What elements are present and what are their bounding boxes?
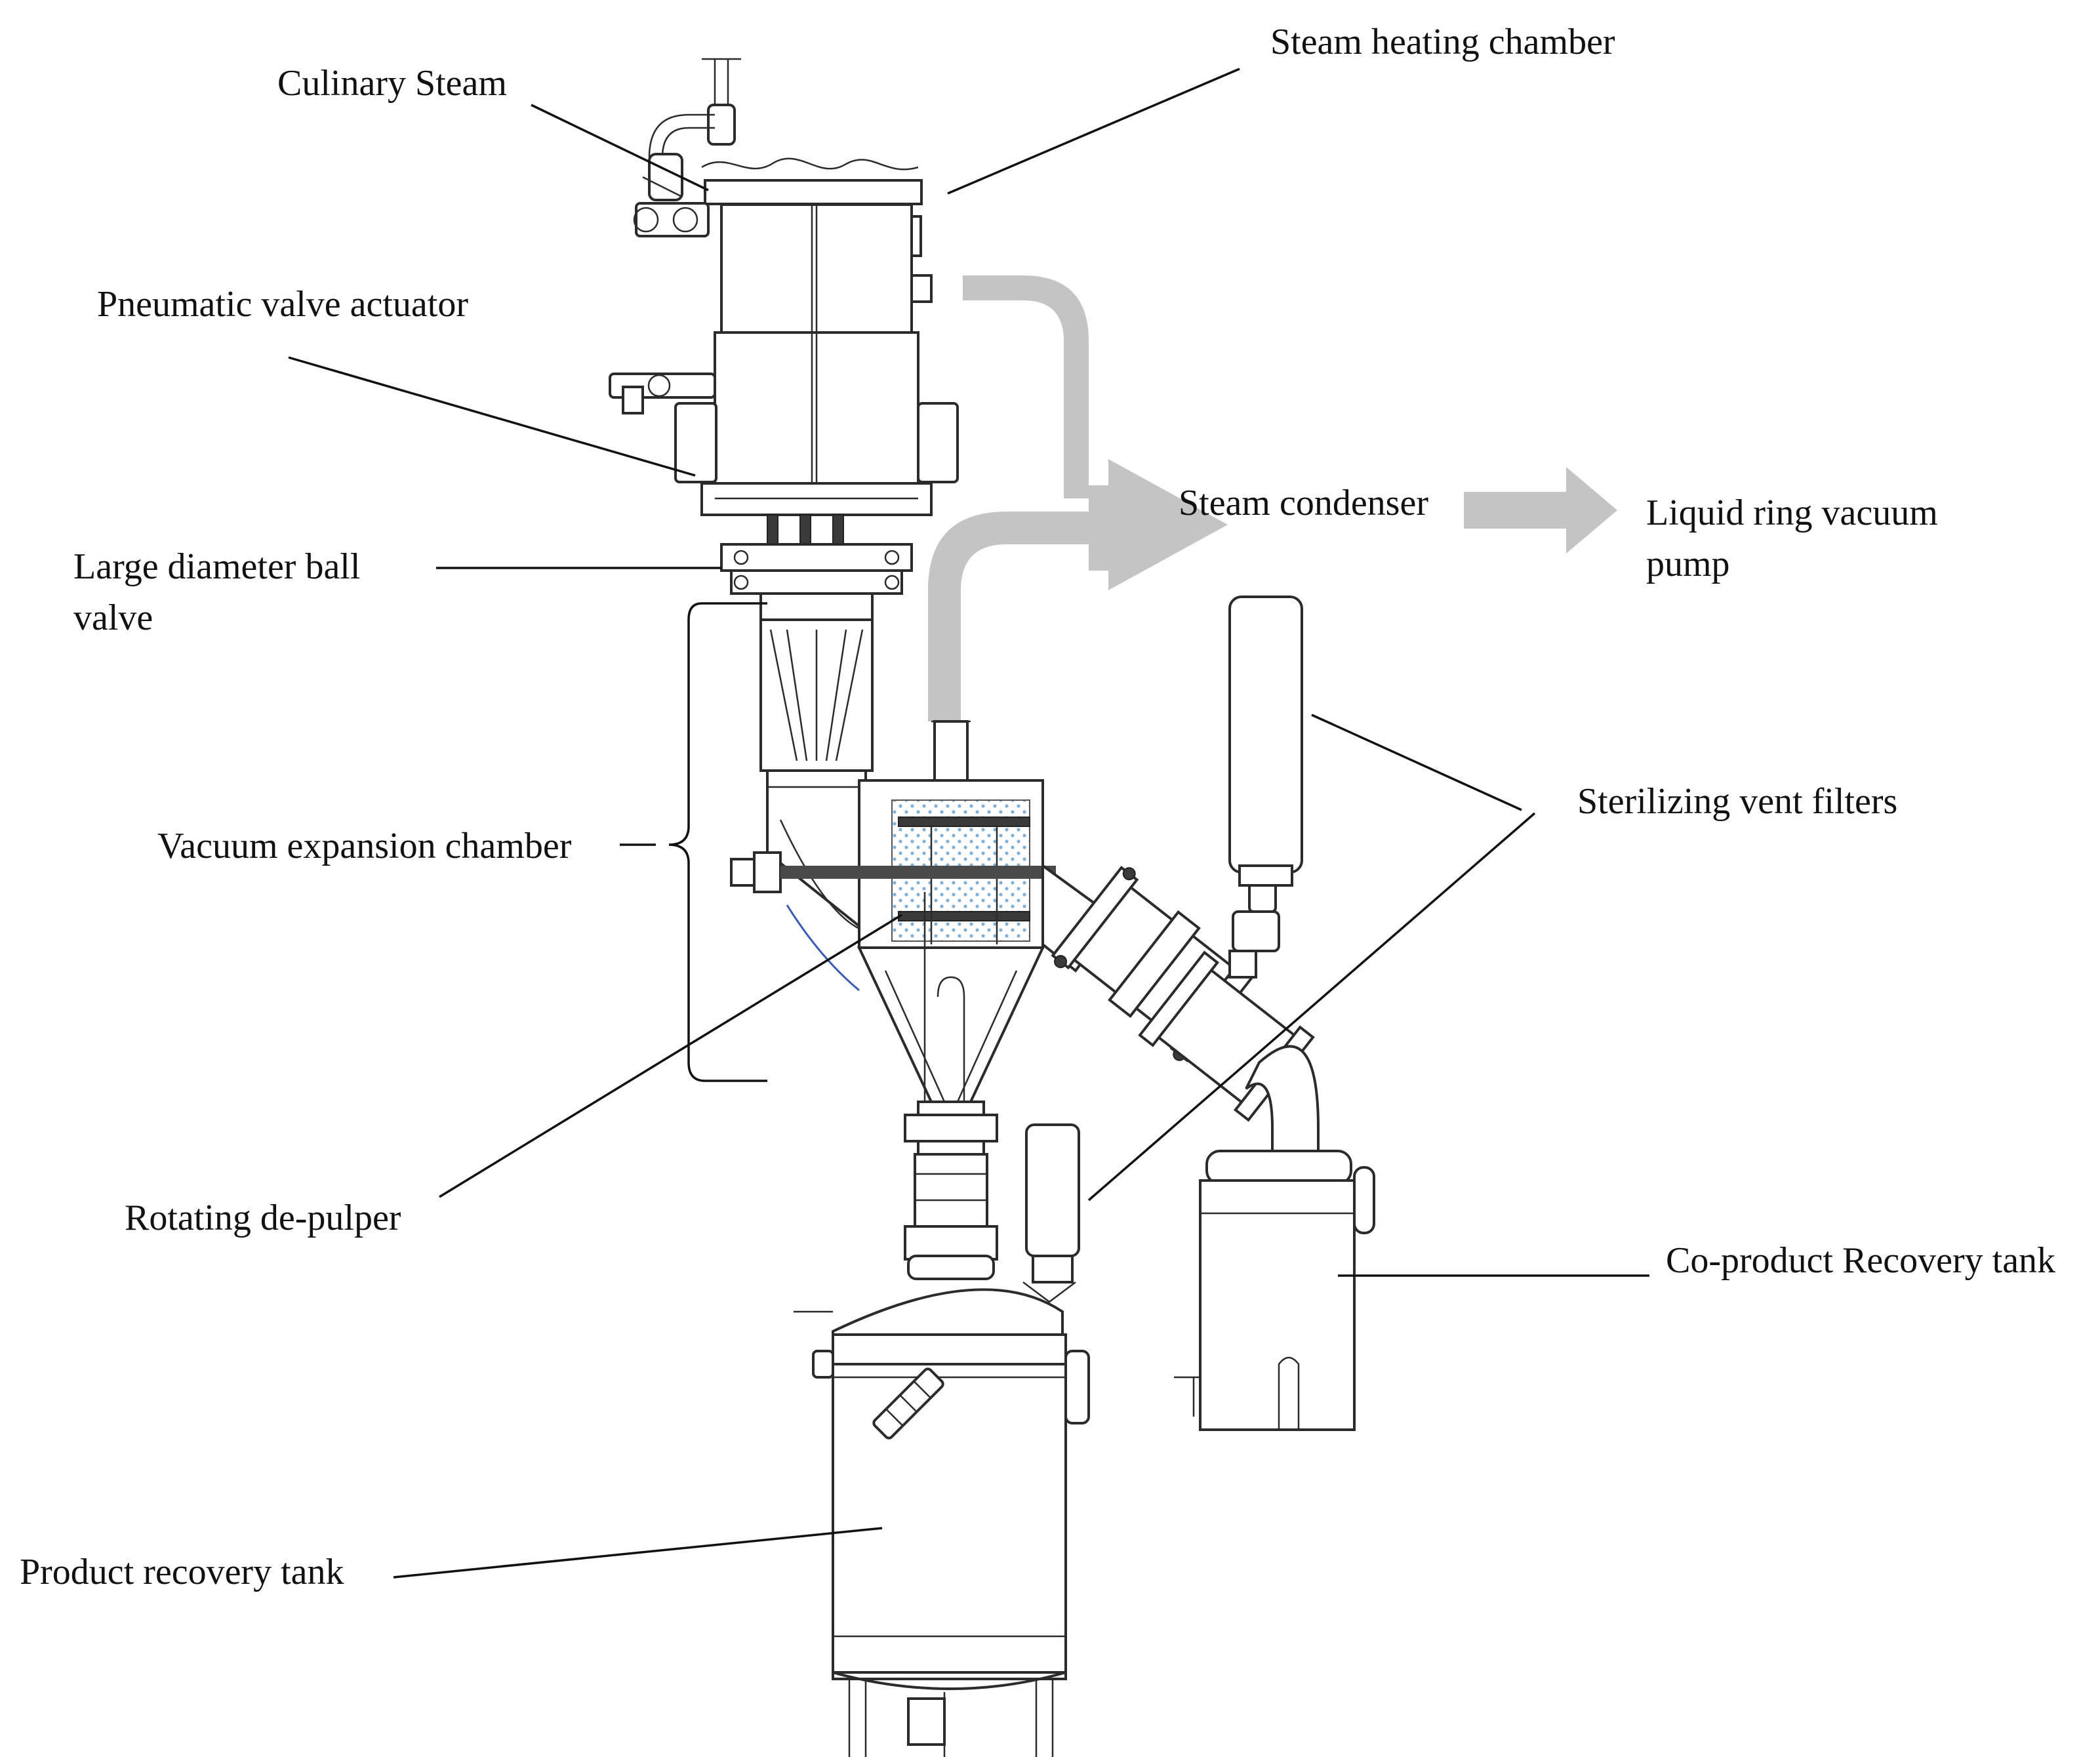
label-large-ball-valve-1: Large diameter ball xyxy=(73,546,360,587)
large-diameter-ball-valve xyxy=(720,543,913,621)
co-product-recovery-tank xyxy=(1174,1150,1375,1431)
labels: Culinary Steam Steam heating chamber Pne… xyxy=(20,22,2055,1592)
label-co-product-recovery-tank: Co-product Recovery tank xyxy=(1666,1240,2055,1281)
sterilizing-vent-filter-upper xyxy=(1228,596,1303,887)
product-recovery-tank xyxy=(794,1288,1090,1757)
vapor-flow-arrows xyxy=(928,275,1617,721)
leader-lines xyxy=(288,68,1649,1579)
label-vacuum-expansion-chamber: Vacuum expansion chamber xyxy=(157,826,572,866)
vacuum-expansion-chamber xyxy=(730,618,1056,1115)
label-culinary-steam: Culinary Steam xyxy=(277,63,507,104)
sterilizing-vent-filter-lower xyxy=(1022,1123,1080,1303)
rotating-de-pulper xyxy=(904,1101,998,1280)
label-liquid-ring-1: Liquid ring vacuum xyxy=(1646,493,1938,533)
label-liquid-ring-2: pump xyxy=(1646,544,1730,584)
label-product-recovery-tank: Product recovery tank xyxy=(20,1552,344,1592)
co-product-transfer-line xyxy=(1041,863,1320,1156)
label-steam-heating-chamber: Steam heating chamber xyxy=(1270,22,1615,62)
pneumatic-valve-actuator xyxy=(609,331,959,548)
label-steam-condenser: Steam condenser xyxy=(1179,483,1428,523)
vacuum-chamber-brace xyxy=(668,602,767,1082)
steam-heating-chamber xyxy=(633,58,933,334)
label-large-ball-valve-2: valve xyxy=(73,597,153,638)
label-sterilizing-vent-filters: Sterilizing vent filters xyxy=(1577,781,1897,822)
label-pneumatic-valve-actuator: Pneumatic valve actuator xyxy=(97,284,468,325)
label-rotating-de-pulper: Rotating de-pulper xyxy=(125,1198,401,1238)
